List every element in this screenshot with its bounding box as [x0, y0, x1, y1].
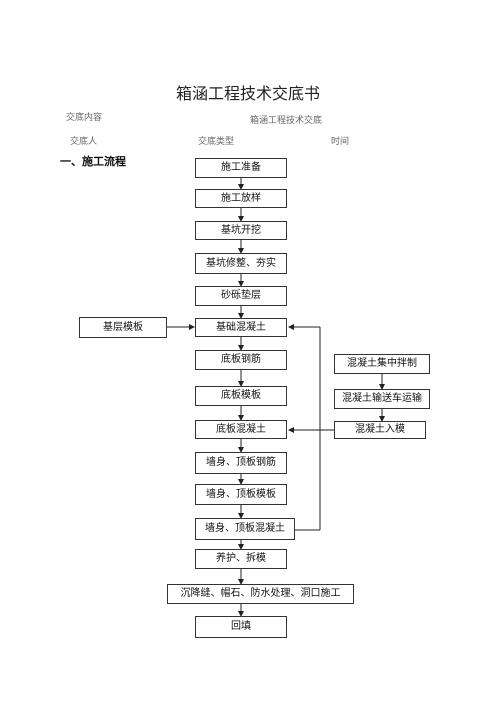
- meta-time-label: 时间: [331, 137, 350, 147]
- flow-step-11: 墙身、顶板模板: [195, 484, 287, 505]
- section-title: 一、施工流程: [60, 155, 126, 168]
- flow-step-7: 底板钢筋: [195, 350, 287, 370]
- document-title: 箱涵工程技术交底书: [175, 84, 320, 103]
- flow-step-8: 底板模板: [195, 386, 287, 406]
- meta-person-label: 交底人: [70, 137, 98, 147]
- flow-step-4: 基坑修整、夯实: [195, 253, 287, 274]
- flow-side-right-1: 混凝土集中拌制: [334, 354, 430, 374]
- flow-step-10: 墙身、顶板钢筋: [195, 452, 287, 474]
- flow-side-left: 基层模板: [79, 317, 167, 338]
- flow-side-right-2: 混凝土输送车运输: [334, 389, 430, 409]
- flow-step-14: 沉降缝、帽石、防水处理、洞口施工: [167, 584, 354, 604]
- meta-content-label: 交底内容: [66, 113, 103, 123]
- flow-step-12: 墙身、顶板混凝土: [195, 518, 295, 540]
- flow-step-15: 回填: [195, 616, 287, 638]
- flow-step-3: 基坑开挖: [195, 221, 287, 240]
- flow-side-right-3: 混凝土入模: [334, 421, 426, 439]
- flow-step-6: 基础混凝土: [195, 318, 287, 337]
- flow-step-13: 养护、拆模: [195, 549, 287, 569]
- flow-step-9: 底板混凝土: [195, 420, 287, 439]
- flow-step-1: 施工准备: [195, 158, 287, 178]
- meta-type-label: 交底类型: [198, 137, 235, 147]
- meta-content-value: 箱涵工程技术交底: [250, 116, 323, 126]
- flow-step-5: 砂砾垫层: [195, 286, 287, 306]
- flow-step-2: 施工放样: [195, 189, 287, 208]
